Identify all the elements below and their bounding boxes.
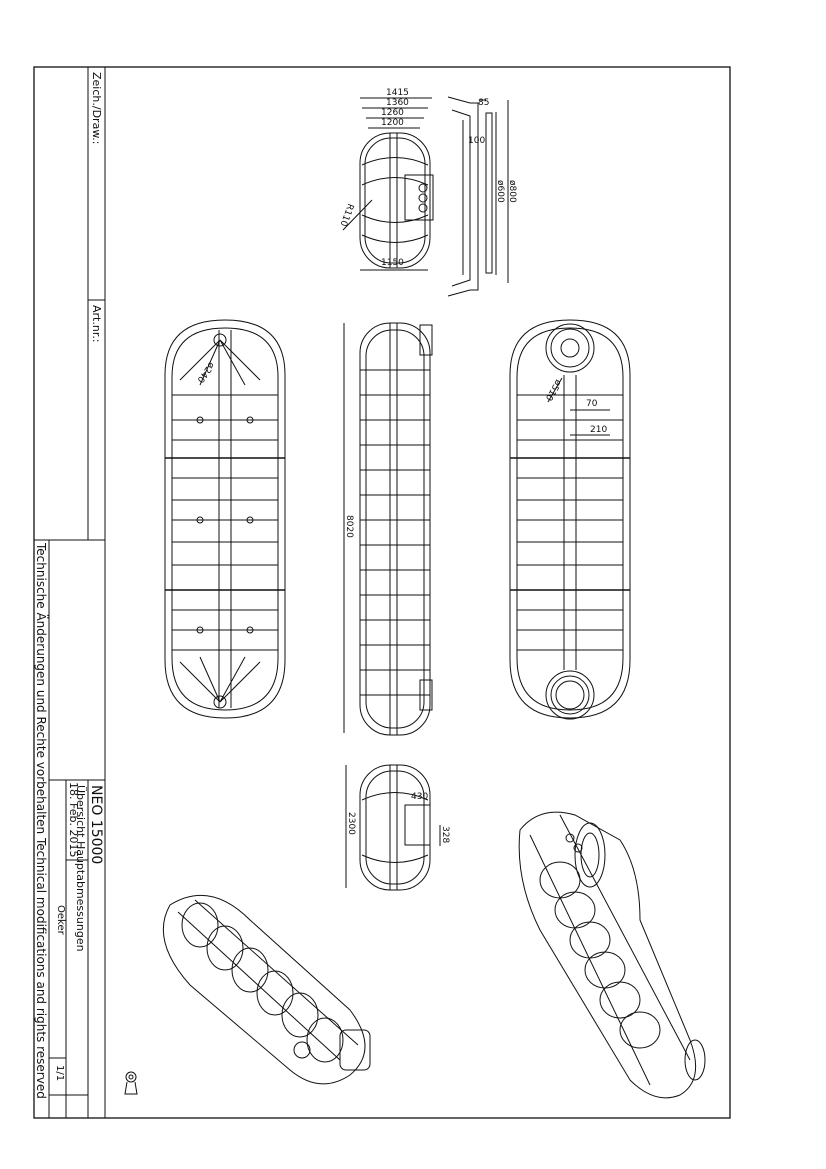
iso-view-right [518, 811, 706, 1099]
dim-800: ø800 [507, 180, 517, 203]
dim-85: 85 [478, 98, 490, 108]
end-view-bottom [345, 764, 441, 891]
drawing-frame [33, 66, 731, 1119]
dome-section [447, 96, 509, 297]
dim-2300: 2300 [346, 812, 356, 835]
dim-70: 70 [586, 399, 598, 409]
dim-1360: 1360 [386, 98, 409, 108]
dim-210: 210 [590, 425, 608, 435]
tank-plan-right [509, 319, 631, 720]
sheet-number: 1/1 [54, 1065, 65, 1082]
dim-1200: 1200 [381, 118, 404, 128]
art-number-label: Art.nr.: [90, 305, 103, 343]
end-view-top [342, 97, 434, 271]
draw-label: Zeich./Draw.: [90, 72, 103, 145]
dim-1260: 1260 [381, 108, 404, 118]
notice-english: Technical modifications and rights reser… [34, 838, 48, 1099]
drawing-date: 18. Feb. 2015 [67, 782, 80, 858]
dim-1415: 1415 [386, 88, 409, 98]
dim-1150: 1150 [381, 258, 404, 268]
drawn-by: Oeker [55, 905, 66, 935]
tank-side-view [343, 322, 433, 736]
key-symbol-icon [124, 1071, 138, 1095]
dim-430: 430 [411, 792, 429, 802]
product-name: NEO 15000 [88, 785, 104, 865]
tank-plan-left [164, 319, 286, 719]
dim-100: 100 [468, 136, 486, 146]
dim-328: 328 [440, 826, 450, 844]
notice-german: Technische Änderungen und Rechte vorbeha… [34, 543, 48, 835]
iso-view-left [162, 894, 371, 1085]
dim-600: ø600 [495, 180, 505, 203]
dim-8020: 8020 [344, 515, 354, 538]
